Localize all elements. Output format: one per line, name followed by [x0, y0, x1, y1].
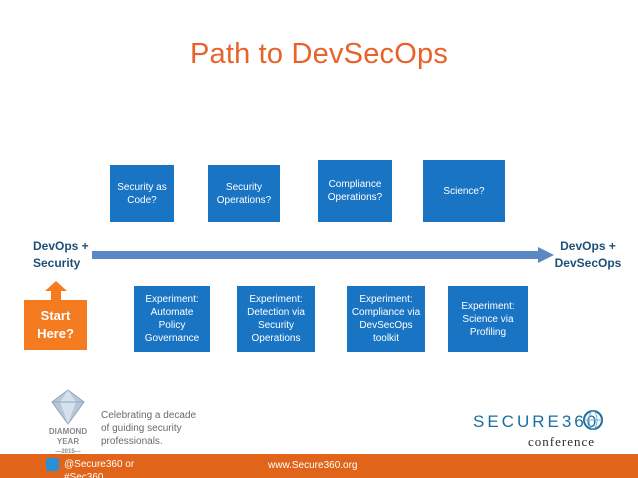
callout-top-3: Compliance Operations?	[318, 160, 392, 222]
left-end-label: DevOps + Security	[33, 238, 89, 272]
footer-bar	[0, 454, 638, 478]
callout-bottom-4: Experiment: Science via Profiling	[448, 286, 528, 352]
diamond-line: —2015—	[55, 449, 81, 455]
callout-line: Operations?	[216, 194, 272, 206]
diamond-year-text: DIAMOND YEAR —2015—	[38, 427, 98, 457]
timeline-arrow	[92, 247, 554, 263]
tagline-line: Celebrating a decade	[101, 410, 197, 421]
callout-line: Science via	[462, 313, 514, 325]
timeline-head	[538, 247, 554, 263]
callout-top-2: Security Operations?	[208, 165, 280, 222]
callout-line: toolkit	[372, 333, 400, 344]
tagline-line: professionals.	[101, 436, 163, 447]
callout-line: Operations	[251, 333, 301, 344]
tagline: Celebrating a decade of guiding security…	[101, 409, 211, 448]
callout-bottom-2: Experiment: Detection via Security Opera…	[237, 286, 315, 352]
callout-line: Security	[257, 320, 295, 331]
callout-line: Policy	[158, 320, 186, 331]
callout-line: Detection via	[247, 307, 305, 318]
callout-line: Automate	[150, 307, 194, 318]
start-line: Here?	[37, 326, 74, 341]
diamond-line: YEAR	[56, 437, 80, 446]
start-box: Start Here?	[24, 300, 87, 350]
brand-name: SECURE360	[473, 412, 600, 431]
twitter-icon	[46, 458, 59, 471]
callout-line: Security as	[117, 181, 167, 193]
callout-line: Science?	[443, 185, 485, 197]
tagline-line: of guiding security	[101, 423, 182, 434]
right-end-label: DevOps + DevSecOps	[548, 238, 628, 272]
start-line: Start	[40, 308, 71, 323]
callout-top-4: Science?	[423, 160, 505, 222]
footer-twitter-handle: @Secure360 or #Sec360	[64, 459, 135, 478]
callout-line: Security	[225, 181, 263, 193]
callout-line: Experiment:	[359, 294, 413, 305]
callout-top-1: Security as Code?	[110, 165, 174, 222]
callout-bottom-3: Experiment: Compliance via DevSecOps too…	[347, 286, 425, 352]
brand-subtitle: conference	[528, 434, 596, 449]
callout-line: Experiment:	[249, 294, 303, 305]
diamond-logo-icon	[51, 389, 85, 425]
callout-line: Experiment:	[145, 294, 199, 305]
callout-line: Profiling	[469, 326, 507, 338]
callout-line: Code?	[127, 194, 157, 206]
start-up-arrow-icon	[45, 281, 67, 301]
callout-line: Compliance via	[351, 307, 421, 318]
timeline-shaft	[92, 251, 540, 259]
globe-icon	[583, 410, 603, 430]
diamond-line: DIAMOND	[48, 427, 88, 436]
right-end-line: DevSecOps	[554, 256, 622, 270]
callout-line: DevSecOps	[359, 320, 413, 331]
footer-website[interactable]: www.Secure360.org	[268, 460, 358, 471]
callout-bottom-1: Experiment: Automate Policy Governance	[134, 286, 210, 352]
callout-line: Experiment:	[461, 300, 515, 312]
callout-line: Compliance	[328, 179, 382, 190]
callout-line: Governance	[144, 333, 200, 344]
left-end-line: DevOps +	[33, 239, 89, 253]
callout-line: Operations?	[327, 192, 383, 203]
left-end-line: Security	[33, 256, 81, 270]
slide-title: Path to DevSecOps	[189, 38, 449, 70]
right-end-line: DevOps +	[560, 239, 616, 253]
